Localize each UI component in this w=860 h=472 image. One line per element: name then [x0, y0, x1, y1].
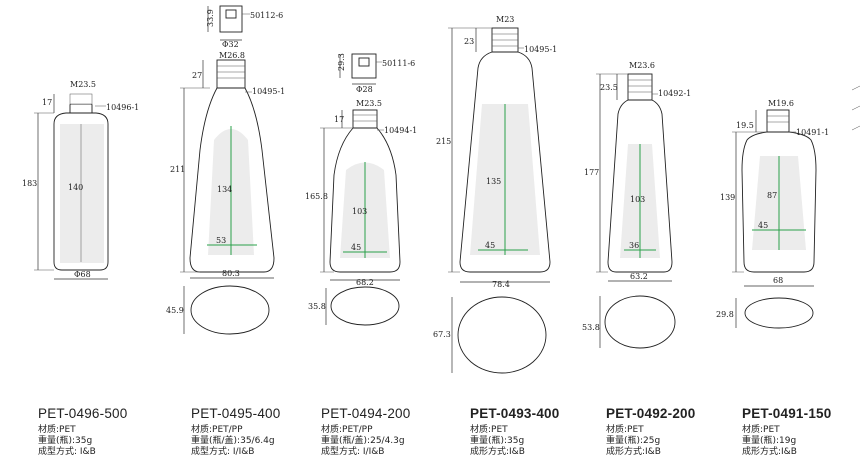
dim-label-height: 103	[352, 207, 367, 216]
dim-oval: 67.3	[433, 330, 451, 339]
dim-width: 80.3	[222, 269, 240, 278]
spec-weight: 重量(瓶):35g	[38, 436, 93, 446]
dim-height: 215	[436, 137, 451, 146]
dim-width: 68.2	[356, 278, 374, 287]
spec-material: 材质:PET	[606, 425, 644, 435]
dim-oval: 45.9	[166, 306, 184, 315]
dim-code: 10494-1	[384, 126, 417, 135]
dim-neck: 19.5	[736, 121, 754, 130]
model-name: PET-0491-150	[742, 406, 832, 421]
spec-material: 材质:PET	[470, 425, 508, 435]
dim-cap-height: 29.3	[337, 53, 346, 71]
dim-oval: 29.8	[716, 310, 734, 319]
spec-0495: PET-0495-400 材质:PET/PP 重量(瓶/盖):35/6.4g 成…	[191, 406, 321, 458]
spec-method: 成型方式: I&B	[38, 447, 96, 457]
spec-material: 材质:PET/PP	[191, 425, 243, 435]
dim-height: 165.8	[305, 192, 328, 201]
bottle-0494: 29.3 Φ28 50111-6 103 45 165.8 17 M23.5 1…	[305, 53, 417, 326]
dim-neck-dia: M23.5	[70, 80, 96, 89]
dim-neck: 23	[464, 37, 474, 46]
dim-height: 139	[720, 193, 735, 202]
bottle-0492: 103 36 177 23.5 M23.6 10492-1 63.2 53.8	[582, 61, 691, 349]
bottle-0493: 135 45 215 23 M23 10495-1 78.4 67.3	[433, 15, 557, 374]
spec-material: 材质:PET	[742, 425, 780, 435]
dim-label-width: 45	[485, 241, 495, 250]
bottle-0491: 87 45 139 19.5 M19.6 10491-1 68 29.8	[716, 99, 829, 329]
dim-neck-dia: M26.8	[219, 51, 245, 60]
spec-0496: PET-0496-500 材质:PET 重量(瓶):35g 成型方式: I&B	[38, 406, 168, 458]
dim-label-height: 134	[217, 185, 232, 194]
model-name: PET-0493-400	[470, 406, 560, 421]
dim-neck: 17	[42, 98, 52, 107]
dim-oval: 35.8	[308, 302, 326, 311]
model-name: PET-0495-400	[191, 406, 281, 421]
edge-marks	[851, 85, 860, 131]
dim-code: 10496-1	[106, 103, 139, 112]
dim-neck-dia: M23.6	[629, 61, 655, 70]
dim-neck: 27	[192, 71, 202, 80]
dim-width: 68	[773, 276, 783, 285]
dim-label-width: 45	[758, 221, 768, 230]
technical-drawing: 140 183 17 M23.5 10496-1 Φ68 33.9 Φ32 50…	[22, 5, 860, 374]
dim-height: 183	[22, 179, 37, 188]
spec-0491: PET-0491-150 材质:PET 重量(瓶):19g 成形方式:I&B	[742, 406, 860, 458]
dim-oval: 53.8	[582, 323, 600, 332]
dim-cap-height: 33.9	[206, 9, 215, 27]
spec-material: 材质:PET	[38, 425, 76, 435]
spec-method: 成形方式:I&B	[606, 447, 661, 457]
spec-0493: PET-0493-400 材质:PET 重量(瓶):35g 成形方式:I&B	[470, 406, 600, 458]
dim-code: 10491-1	[796, 128, 829, 137]
dim-label-height: 87	[767, 191, 777, 200]
model-name: PET-0494-200	[321, 406, 411, 421]
model-name: PET-0492-200	[606, 406, 696, 421]
spec-method: 成形方式:I&B	[470, 447, 525, 457]
model-name: PET-0496-500	[38, 406, 128, 421]
dim-cap-width: Φ28	[356, 85, 373, 94]
bottle-0496: 140 183 17 M23.5 10496-1 Φ68	[22, 80, 139, 280]
bottle-0495: 33.9 Φ32 50112-6 134 53 211 27 M26.8 104…	[166, 5, 285, 335]
dim-cap-code: 50112-6	[250, 11, 283, 20]
dim-label-width: 53	[216, 236, 226, 245]
dim-neck-dia: M19.6	[768, 99, 794, 108]
dim-width: Φ68	[74, 270, 91, 279]
dim-width: 63.2	[630, 272, 648, 281]
dim-neck: 17	[334, 115, 344, 124]
dim-label-width: 45	[351, 243, 361, 252]
dim-width: 78.4	[492, 280, 510, 289]
dim-neck-dia: M23.5	[356, 99, 382, 108]
dim-code: 10495-1	[252, 87, 285, 96]
dim-label-height: 103	[630, 195, 645, 204]
dim-label-height: 140	[68, 183, 83, 192]
spec-weight: 重量(瓶/盖):35/6.4g	[191, 436, 275, 446]
dim-neck: 23.5	[600, 83, 618, 92]
spec-weight: 重量(瓶):25g	[606, 436, 661, 446]
dim-height: 177	[584, 168, 599, 177]
dim-code: 10492-1	[658, 89, 691, 98]
spec-0494: PET-0494-200 材质:PET/PP 重量(瓶/盖):25/4.3g 成…	[321, 406, 451, 458]
dim-neck-dia: M23	[496, 15, 514, 24]
dim-code: 10495-1	[524, 45, 557, 54]
spec-material: 材质:PET/PP	[321, 425, 373, 435]
spec-method: 成型方式: I/I&B	[321, 447, 385, 457]
spec-weight: 重量(瓶):19g	[742, 436, 797, 446]
dim-cap-code: 50111-6	[382, 59, 415, 68]
spec-method: 成型方式: I/I&B	[191, 447, 255, 457]
spec-weight: 重量(瓶):35g	[470, 436, 525, 446]
dim-label-height: 135	[486, 177, 501, 186]
dim-cap-width: Φ32	[222, 40, 239, 49]
spec-method: 成形方式:I&B	[742, 447, 797, 457]
dim-height: 211	[170, 165, 185, 174]
spec-0492: PET-0492-200 材质:PET 重量(瓶):25g 成形方式:I&B	[606, 406, 736, 458]
spec-weight: 重量(瓶/盖):25/4.3g	[321, 436, 405, 446]
dim-label-width: 36	[629, 241, 639, 250]
